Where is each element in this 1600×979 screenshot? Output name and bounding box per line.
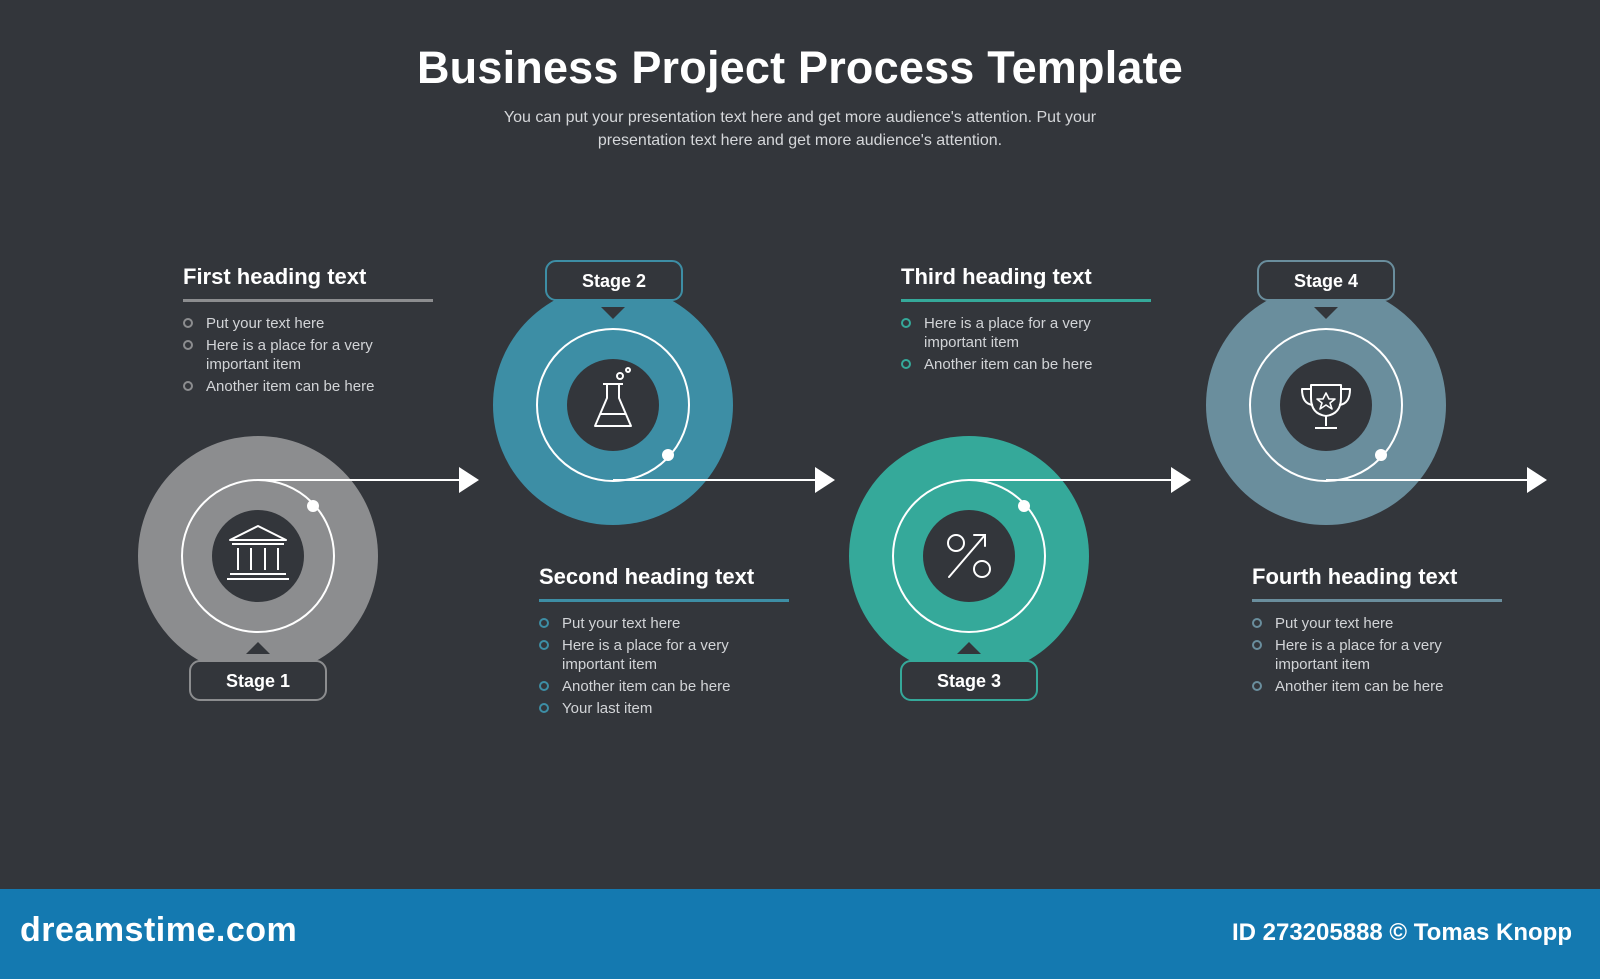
stage-4-heading: Fourth heading text — [1252, 564, 1502, 602]
stage-2: Stage 2 — [493, 260, 733, 525]
stage-1-list: Put your text here Here is a place for a… — [183, 314, 433, 396]
stage-3-list: Here is a place for a very important ite… — [901, 314, 1151, 374]
stage-4-label: Stage 4 — [1294, 271, 1358, 291]
list-item: Another item can be here — [1252, 677, 1502, 696]
list-item: Your last item — [539, 699, 789, 718]
stage-3-badge — [900, 660, 1038, 701]
list-item: Put your text here — [539, 614, 789, 633]
percent-icon — [947, 534, 991, 578]
stage-3-text-block: Third heading text Here is a place for a… — [901, 264, 1151, 377]
stage-1-orbit-dot — [307, 500, 319, 512]
list-item: Here is a place for a very important ite… — [539, 636, 742, 674]
stage-2-text-block: Second heading text Put your text here H… — [539, 564, 789, 721]
stage-3-label: Stage 3 — [937, 671, 1001, 691]
page-subtitle: You can put your presentation text here … — [503, 109, 1097, 149]
stage-2-badge — [545, 260, 683, 301]
stage-2-label: Stage 2 — [582, 271, 646, 291]
stage-4: Stage 4 — [1206, 260, 1446, 525]
stage-1: Stage 1 — [138, 436, 378, 701]
stage-1-icon-hub — [212, 510, 304, 602]
stage-4-list: Put your text here Here is a place for a… — [1252, 614, 1502, 696]
stage-1-badge — [189, 660, 327, 701]
arrow-heads — [459, 467, 1547, 493]
list-item: Here is a place for a very important ite… — [1252, 636, 1455, 674]
stage-4-badge — [1257, 260, 1395, 301]
arrow-3-head — [1171, 467, 1191, 493]
trophy-icon — [1301, 384, 1351, 429]
list-item: Another item can be here — [539, 677, 789, 696]
stage-1-label: Stage 1 — [226, 671, 290, 691]
page-title: Business Project Process Template — [416, 42, 1184, 93]
list-item: Put your text here — [1252, 614, 1502, 633]
bank-icon — [227, 525, 289, 580]
stage-3-orbit-dot — [1018, 500, 1030, 512]
list-item: Another item can be here — [901, 355, 1151, 374]
list-item: Another item can be here — [183, 377, 433, 396]
footer-bar: dreamstime.com ID 273205888 © Tomas Knop… — [0, 889, 1600, 979]
process-diagram: Stage 1 Stage 2 Stage 3 — [138, 260, 1547, 701]
flask-icon — [594, 367, 632, 427]
arrow-1-head — [459, 467, 479, 493]
stage-2-heading: Second heading text — [539, 564, 789, 602]
stage-1-text-block: First heading text Put your text here He… — [183, 264, 433, 399]
stage-2-icon-hub — [567, 359, 659, 451]
list-item: Put your text here — [183, 314, 433, 333]
stage-1-heading: First heading text — [183, 264, 433, 302]
stage-4-orbit-dot — [1375, 449, 1387, 461]
stage-3-icon-hub — [923, 510, 1015, 602]
stage-3: Stage 3 — [849, 436, 1089, 701]
arrow-4-head — [1527, 467, 1547, 493]
list-item: Here is a place for a very important ite… — [901, 314, 1104, 352]
stage-4-text-block: Fourth heading text Put your text here H… — [1252, 564, 1502, 699]
image-credit: ID 273205888 © Tomas Knopp — [1231, 919, 1572, 946]
list-item: Here is a place for a very important ite… — [183, 336, 386, 374]
stage-2-list: Put your text here Here is a place for a… — [539, 614, 789, 718]
stage-2-orbit-dot — [662, 449, 674, 461]
stage-3-heading: Third heading text — [901, 264, 1151, 302]
arrow-2-head — [815, 467, 835, 493]
brand-logo: dreamstime.com — [20, 911, 298, 949]
